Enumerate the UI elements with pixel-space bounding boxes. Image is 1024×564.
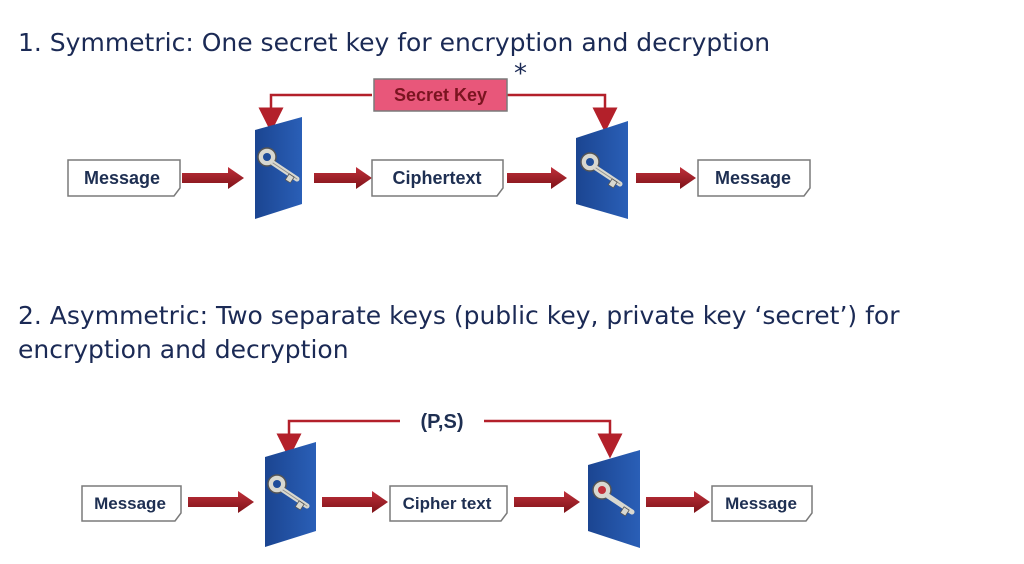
public-private-key-label: (P,S) bbox=[421, 411, 464, 433]
symmetric-output-label: Message bbox=[715, 168, 791, 188]
key-icon bbox=[592, 480, 635, 517]
secret-key-box: Secret Key bbox=[373, 78, 508, 112]
symmetric-encrypt-panel bbox=[255, 117, 302, 219]
asymmetric-output-label: Message bbox=[725, 494, 797, 513]
asymmetric-output-box: Message bbox=[711, 485, 813, 522]
asterisk-marker: * bbox=[514, 59, 527, 89]
cipher-text-label: Cipher text bbox=[403, 494, 492, 513]
asymmetric-heading: 2. Asymmetric: Two separate keys (public… bbox=[18, 301, 900, 364]
asymmetric-decrypt-panel bbox=[588, 450, 640, 548]
asymmetric-input-box: Message bbox=[81, 485, 182, 522]
asymmetric-diagram: (P,S) Message Cipher text bbox=[81, 411, 813, 548]
asymmetric-arrow-4 bbox=[646, 491, 710, 513]
symmetric-diagram: Secret Key * Message Ciphertext bbox=[67, 59, 811, 219]
symmetric-arrow-2 bbox=[314, 167, 372, 189]
symmetric-heading: 1. Symmetric: One secret key for encrypt… bbox=[18, 28, 771, 57]
symmetric-input-label: Message bbox=[84, 168, 160, 188]
symmetric-output-box: Message bbox=[697, 159, 811, 197]
symmetric-key-line-right bbox=[507, 93, 618, 133]
symmetric-input-box: Message bbox=[67, 159, 181, 197]
asymmetric-arrow-1 bbox=[188, 491, 254, 513]
asymmetric-key-line bbox=[276, 419, 400, 459]
secret-key-label: Secret Key bbox=[394, 85, 487, 105]
asymmetric-input-label: Message bbox=[94, 494, 166, 513]
asymmetric-encrypt-panel bbox=[265, 442, 316, 547]
symmetric-arrow-4 bbox=[636, 167, 696, 189]
symmetric-key-line bbox=[258, 93, 372, 133]
cipher-text-box: Cipher text bbox=[389, 485, 508, 522]
asymmetric-key-line-right bbox=[484, 419, 623, 459]
ciphertext-label: Ciphertext bbox=[392, 168, 481, 188]
ciphertext-box: Ciphertext bbox=[371, 159, 504, 197]
symmetric-arrow-3 bbox=[507, 167, 567, 189]
asymmetric-arrow-2 bbox=[322, 491, 388, 513]
asymmetric-arrow-3 bbox=[514, 491, 580, 513]
symmetric-decrypt-panel bbox=[576, 121, 628, 219]
symmetric-arrow-1 bbox=[182, 167, 244, 189]
